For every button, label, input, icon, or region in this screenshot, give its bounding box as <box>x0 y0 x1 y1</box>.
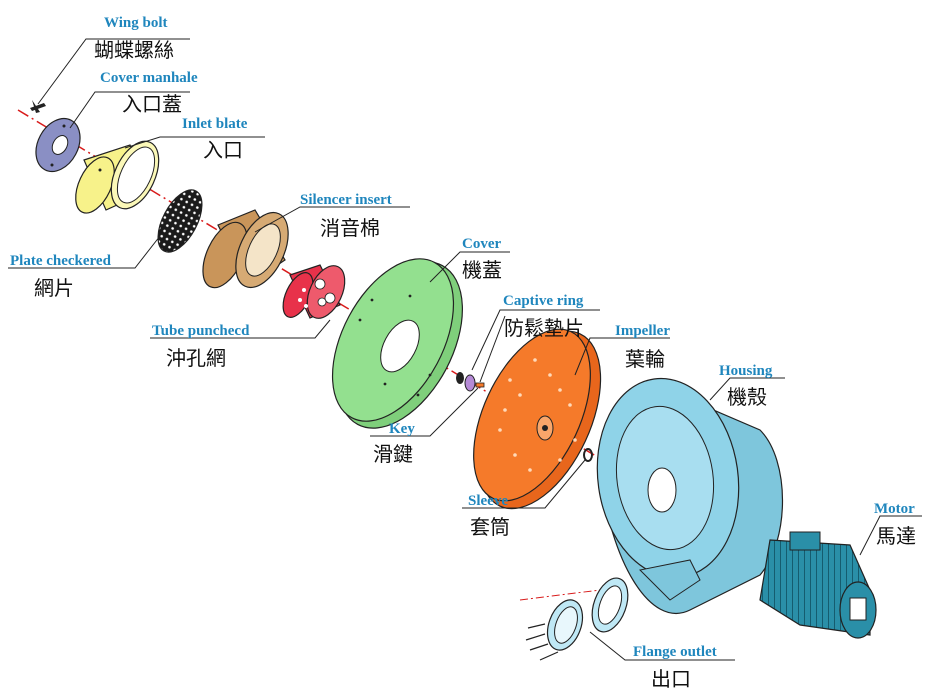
motor-part <box>759 531 877 639</box>
sleeve-label: Sleeve <box>468 493 508 509</box>
impeller-label-zh: 葉輪 <box>625 347 665 371</box>
tube-punched-label: Tube punchecd <box>152 323 250 339</box>
housing-part <box>596 377 783 614</box>
inlet-blate-label-zh: 入口 <box>203 138 243 162</box>
cover-manhole-label: Cover manhale <box>100 70 198 86</box>
cover-manhole-label-zh: 入口蓋 <box>122 92 182 116</box>
cover-label-zh: 機蓋 <box>462 258 502 282</box>
key-label: Key <box>389 421 415 437</box>
silencer-insert-label-zh: 消音棉 <box>320 216 380 240</box>
plate-checkered-label: Plate checkered <box>10 253 111 269</box>
cover-label: Cover <box>462 236 502 252</box>
motor-label: Motor <box>874 501 915 517</box>
inlet-part <box>75 140 160 214</box>
silencer-insert-label: Silencer insert <box>300 192 392 208</box>
silencer-insert-part <box>202 209 289 289</box>
cover-manhole-part <box>35 117 81 173</box>
leader-lines <box>8 38 922 661</box>
plate-checkered-label-zh: 網片 <box>34 276 74 300</box>
sleeve-label-zh: 套筒 <box>470 515 510 539</box>
housing-label: Housing <box>719 363 773 379</box>
impeller-part <box>473 328 602 510</box>
key-label-zh: 滑鍵 <box>373 442 413 466</box>
inlet-blate-label: Inlet blate <box>182 116 248 132</box>
sleeve-part <box>583 448 593 462</box>
cover-part <box>331 258 463 429</box>
flange-outlet-part <box>525 577 629 661</box>
housing-label-zh: 機殼 <box>727 385 767 409</box>
wing-bolt-label-zh: 蝴蝶螺絲 <box>94 38 174 62</box>
captive-ring-label-zh: 防鬆墊片 <box>504 316 584 340</box>
plate-checkered-part <box>157 189 203 253</box>
flange-outlet-label-zh: 出口 <box>651 667 691 691</box>
captive-ring-label: Captive ring <box>503 293 584 309</box>
tube-punched-label-zh: 沖孔網 <box>166 346 226 370</box>
wing-bolt-label: Wing bolt <box>104 15 168 31</box>
motor-label-zh: 馬達 <box>876 524 916 548</box>
wing-bolt-part <box>30 100 46 113</box>
captive-ring-part <box>456 372 485 392</box>
impeller-label: Impeller <box>615 323 670 339</box>
tube-punched-part <box>282 264 346 319</box>
flange-outlet-label: Flange outlet <box>633 644 717 660</box>
